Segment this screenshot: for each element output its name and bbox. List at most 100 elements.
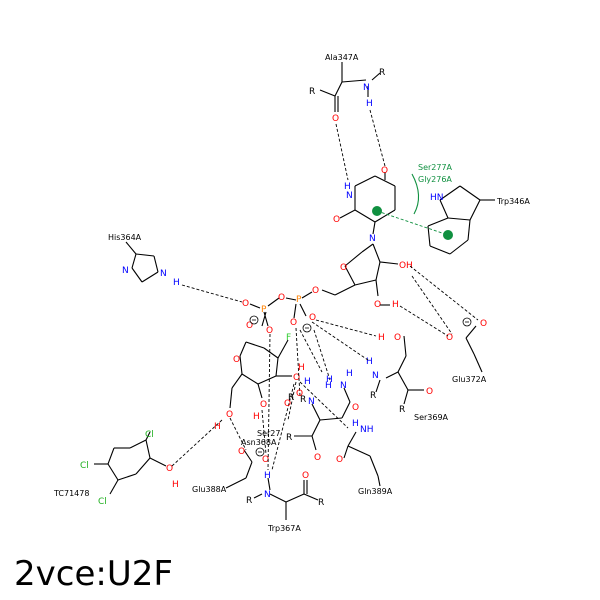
ser369-H: H (366, 357, 373, 367)
trp367-R: R (246, 496, 252, 506)
glu372-residue (465, 325, 483, 373)
ala347-R: R (379, 68, 385, 78)
glu372-O1: O (480, 319, 487, 329)
hbond-tc-sugar (171, 419, 223, 467)
sugar-F: F (286, 333, 291, 343)
asn368-backbone-O: O (314, 453, 321, 463)
his364-N2: N (160, 269, 167, 279)
ser27-label: Ser27 (257, 429, 280, 438)
asn368-O: O (352, 403, 359, 413)
glu388-label: Glu388A (192, 485, 227, 494)
his364-label: His364A (108, 233, 142, 242)
hbond-ser369-O (315, 319, 377, 337)
gln389-residue (343, 431, 381, 487)
center-R: R (288, 393, 294, 403)
asn368-H1: H (325, 381, 332, 391)
hbond-glu372-b (411, 275, 453, 335)
ribose-O3: O (374, 300, 381, 310)
glu372-O2: O (446, 333, 453, 343)
center-O-b: O (284, 399, 291, 409)
ribose-O2: O (399, 261, 406, 271)
trp346-NH: HN (430, 193, 444, 203)
charge-minus-1 (302, 323, 312, 333)
sugar-O3: O (293, 373, 300, 383)
center-H-a: H (298, 363, 305, 373)
gln389-N: NH (360, 425, 374, 435)
page-title: 2vce:U2F (14, 554, 173, 594)
hbond-glu388-a (261, 409, 267, 455)
ribose-O4: O (340, 263, 347, 273)
center-O-a: O (296, 389, 303, 399)
hbond-glu388-b (229, 417, 247, 451)
hbond-gln389 (299, 381, 349, 429)
asn368-N: N (340, 381, 347, 391)
charge-minus-glu388 (255, 447, 265, 457)
glu372-label: Glu372A (452, 375, 487, 384)
trp367-label: Trp367A (267, 524, 301, 533)
trp346-label: Trp346A (496, 197, 530, 206)
phosphate-O-e: O (266, 326, 273, 336)
ribose-H2: H (406, 261, 413, 271)
tc-H: H (172, 480, 179, 490)
hbond-glu372-a (409, 265, 479, 321)
asn368-backbone-N: N (308, 397, 315, 407)
ala347-H: H (366, 99, 373, 109)
phosphate-O-a: O (242, 299, 249, 309)
phosphate-P1: P (296, 295, 302, 305)
uracil-N3: N (346, 191, 353, 201)
ribose-O5: O (312, 286, 319, 296)
tc-Cl2: Cl (80, 461, 89, 471)
his364-H: H (173, 278, 180, 288)
ser369-R: R (370, 391, 376, 401)
phosphate-P2: P (261, 305, 267, 315)
tc-Cl3: Cl (98, 497, 107, 507)
ribose-H3: H (392, 300, 399, 310)
glu388-O2: O (262, 455, 269, 465)
ala347-N: N (363, 83, 370, 93)
hbond-center-b (287, 381, 297, 421)
asn368-R2: R (300, 395, 306, 405)
hbond-ala347-O (335, 123, 349, 181)
uracil-N1: N (369, 234, 376, 244)
uracil-O4: O (381, 166, 388, 176)
hbond-asn368-b (295, 327, 301, 397)
phosphate-O-c: O (290, 318, 297, 328)
ser369-O: O (394, 333, 401, 343)
hbond-center (299, 329, 323, 373)
sugar-H6: H (214, 422, 221, 432)
glu388-residue (225, 449, 253, 489)
trp367-N: N (264, 490, 271, 500)
tc-O: O (166, 464, 173, 474)
ser369-label: Ser369A (414, 413, 449, 422)
tc71478-ligand (94, 431, 167, 495)
trp346-residue (427, 185, 495, 255)
trp367-R2: R (318, 498, 324, 508)
ala347-O: O (332, 114, 339, 124)
ser277-label: Ser277A (418, 163, 453, 172)
gln389-label: Gln389A (358, 487, 393, 496)
asn368-label: Asn368A (241, 438, 277, 447)
hbond-asn368 (313, 329, 331, 381)
his364-residue (125, 241, 159, 283)
trp367-H: H (264, 471, 271, 481)
pi-stack-line (376, 210, 449, 236)
his364-N1: N (122, 266, 129, 276)
charge-minus-2 (249, 315, 259, 325)
gln389-O: O (336, 455, 343, 465)
ser369-N: N (372, 371, 379, 381)
bridging-O: O (278, 293, 285, 303)
gly276-label: Gly276A (418, 175, 452, 184)
center-H-c: H (326, 375, 333, 385)
trp367-residue (253, 477, 319, 520)
sugar-ring (229, 339, 292, 409)
ala347-residue (319, 62, 381, 112)
glu388-O1: O (238, 447, 245, 457)
pi-centroid-trp (443, 230, 453, 240)
asn368-H2: H (346, 369, 353, 379)
ala347-label: Ala347A (325, 53, 359, 62)
asn368-R: R (286, 433, 292, 443)
charge-minus-glu372 (462, 317, 472, 327)
ser369-residue (375, 335, 424, 405)
